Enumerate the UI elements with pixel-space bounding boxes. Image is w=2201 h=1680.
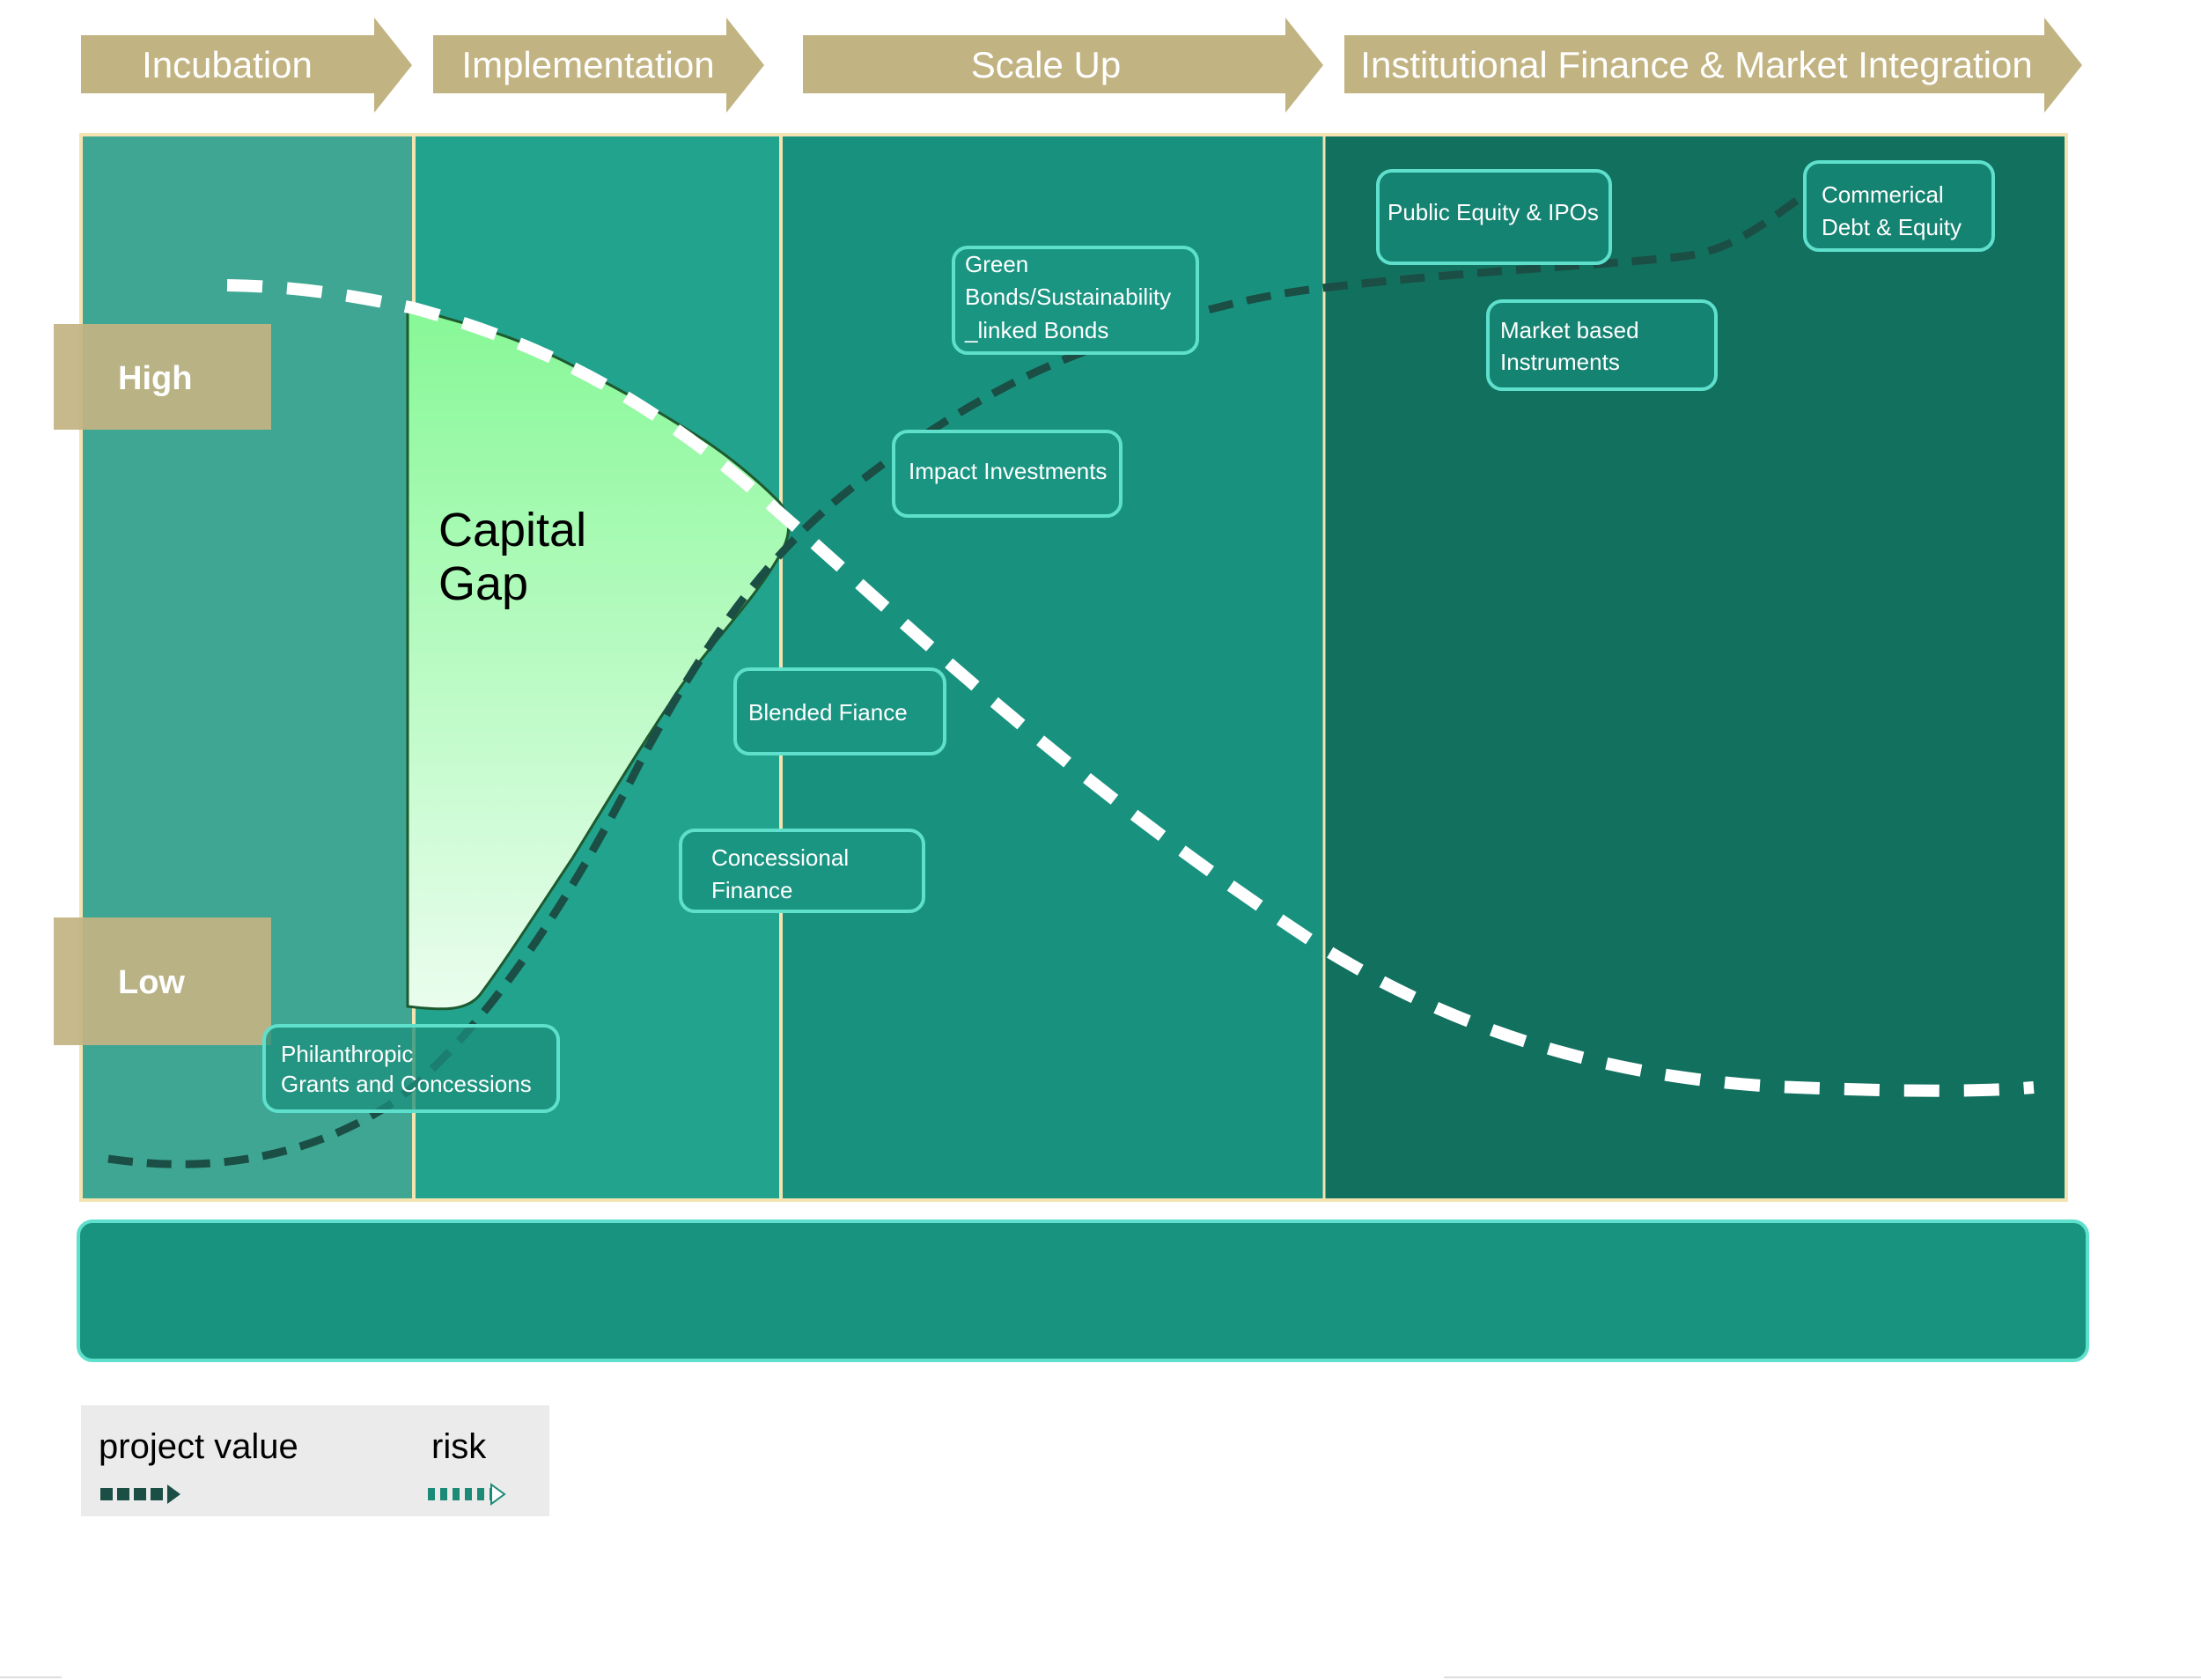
instrument-blended: Blended Fiance	[733, 667, 946, 755]
stage-label-scale-up: Scale Up	[971, 44, 1121, 85]
instrument-commercial: Commerical Debt & Equity	[1803, 160, 1995, 252]
stage-arrow-incubation	[81, 18, 412, 113]
legend: project value risk	[81, 1405, 549, 1516]
level-labels: High Low	[54, 324, 271, 1045]
instrument-green-bonds-line3: _linked Bonds	[964, 317, 1108, 343]
risk-curve	[226, 279, 2035, 1097]
legend-project-value-swatch	[100, 1485, 180, 1504]
level-low-label: Low	[118, 964, 185, 1001]
level-high-box	[54, 324, 271, 430]
bottom-bar	[77, 1219, 2089, 1362]
stage-label-implementation: Implementation	[461, 44, 714, 85]
instrument-philanthropic: Philanthropic Grants and Concessions	[262, 1024, 560, 1113]
level-high-label: High	[118, 360, 192, 397]
legend-risk-swatch	[428, 1483, 506, 1506]
instrument-boxes: Philanthropic Grants and Concessions Con…	[262, 160, 1995, 1113]
stage-arrows: Incubation Implementation Scale Up Insti…	[81, 18, 2082, 113]
instrument-philanthropic-line2: Grants and Concessions	[281, 1071, 532, 1097]
instrument-concessional-line2: Finance	[711, 877, 793, 903]
instrument-public-equity: Public Equity & IPOs	[1376, 169, 1612, 265]
instrument-concessional: Concessional Finance	[679, 829, 925, 913]
instrument-impact-line1: Impact Investments	[909, 458, 1107, 484]
stage-label-incubation: Incubation	[142, 44, 313, 85]
instrument-market-based-line2: Instruments	[1500, 349, 1620, 375]
instrument-green-bonds-line2: Bonds/Sustainability	[965, 284, 1171, 310]
band-frame	[79, 133, 2068, 1202]
instrument-blended-line1: Blended Fiance	[748, 699, 908, 726]
stage-arrow-implementation	[433, 18, 764, 113]
legend-project-value-label: project value	[99, 1427, 298, 1466]
capital-gap-label-line1: Capital	[438, 504, 586, 556]
band-institutional	[1324, 135, 2066, 1200]
level-low-box	[54, 917, 271, 1045]
instrument-commercial-line1: Commerical	[1822, 181, 1944, 208]
instrument-green-bonds-line1: Green	[965, 251, 1028, 277]
stage-label-institutional: Institutional Finance & Market Integrati…	[1360, 44, 2032, 85]
instrument-concessional-line1: Concessional	[711, 844, 849, 871]
instrument-impact: Impact Investments	[892, 430, 1123, 518]
instrument-philanthropic-line1: Philanthropic	[281, 1041, 413, 1067]
legend-risk-label: risk	[431, 1427, 487, 1466]
instrument-market-based-line1: Market based	[1500, 317, 1639, 343]
capital-gap-label-line2: Gap	[438, 557, 528, 610]
instrument-public-equity-line1: Public Equity & IPOs	[1388, 199, 1599, 225]
instrument-market-based: Market based Instruments	[1486, 299, 1718, 391]
stage-arrow-scale-up	[803, 18, 1323, 113]
instrument-green-bonds: Green Bonds/Sustainability _linked Bonds	[952, 246, 1199, 355]
stage-arrow-institutional	[1344, 18, 2082, 113]
instrument-commercial-line2: Debt & Equity	[1822, 214, 1962, 240]
